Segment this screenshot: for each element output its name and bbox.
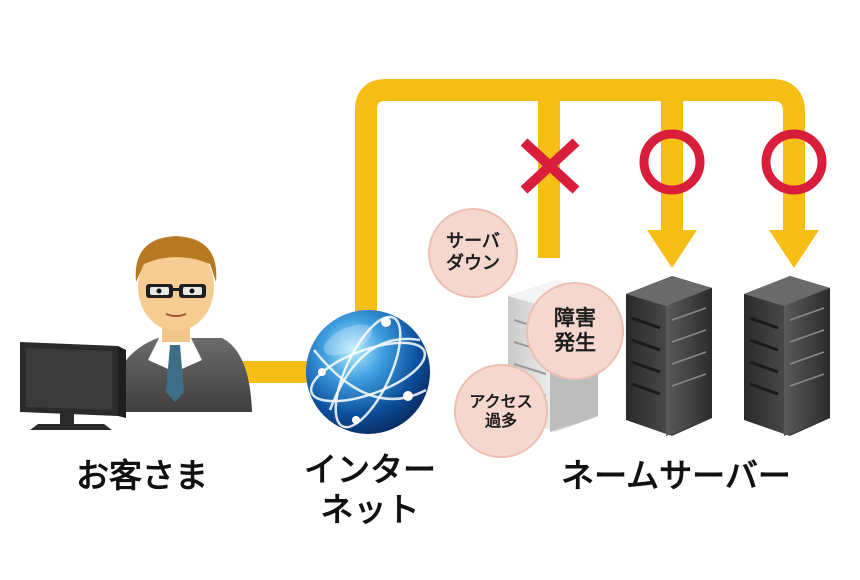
- internet-label-line2: ネット: [320, 489, 420, 529]
- arrowhead-server-2: [647, 230, 697, 268]
- customer-person-icon: [108, 236, 252, 412]
- internet-to-top-line: [355, 79, 805, 330]
- server-down-text-line2: ダウン: [446, 253, 500, 274]
- arrowhead-server-3: [769, 230, 819, 268]
- name-server-3-icon: [744, 276, 830, 436]
- overload-text-line2: 過多: [484, 411, 517, 430]
- globe-icon: [306, 310, 430, 434]
- overload-text-line1: アクセス: [469, 391, 533, 411]
- route-lines: [240, 79, 805, 383]
- ok-circle-icon-2: [761, 129, 827, 195]
- failure-text-line2: 発生: [554, 331, 596, 355]
- nameserver-label: ネームサーバー: [561, 456, 791, 495]
- internet-label-line1: インター: [304, 450, 436, 489]
- ok-circle-icon-1: [639, 129, 705, 195]
- internet-label: インター ネット: [290, 450, 450, 529]
- server-down-bubble: サーバ ダウン: [428, 208, 518, 298]
- monitor-icon: [20, 342, 126, 430]
- fail-cross-icon: [520, 138, 580, 194]
- overload-bubble: アクセス 過多: [454, 364, 548, 458]
- failure-bubble: 障害 発生: [526, 282, 624, 380]
- server-down-text-line1: サーバ: [446, 231, 500, 253]
- customer-label: お客さま: [76, 456, 208, 495]
- name-server-2-icon: [626, 276, 712, 436]
- failure-text-line1: 障害: [554, 305, 596, 330]
